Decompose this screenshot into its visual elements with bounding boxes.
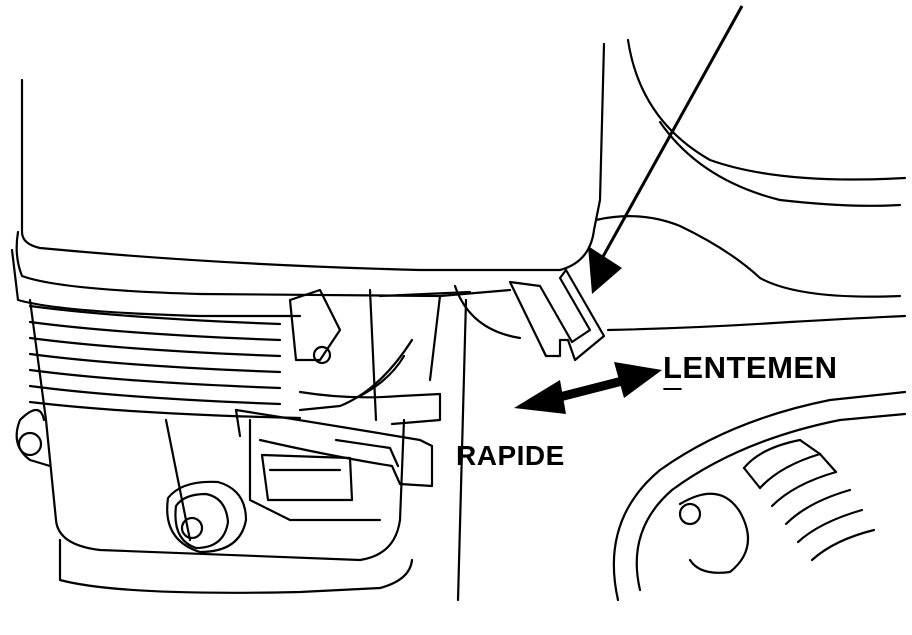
speed-control-bracket — [508, 268, 606, 362]
starter-cover — [612, 390, 907, 602]
label-fast: RAPIDE — [456, 440, 565, 471]
speed-direction-arrow — [514, 362, 662, 414]
pointer-arrow — [588, 5, 744, 294]
throttle-lever — [234, 338, 442, 488]
label-slow: LENTEMENT — [663, 352, 838, 390]
crankcase-block — [15, 288, 472, 602]
cylinder-fins — [28, 304, 302, 420]
engine-housing — [10, 38, 907, 340]
mounting-bolt — [166, 480, 248, 554]
